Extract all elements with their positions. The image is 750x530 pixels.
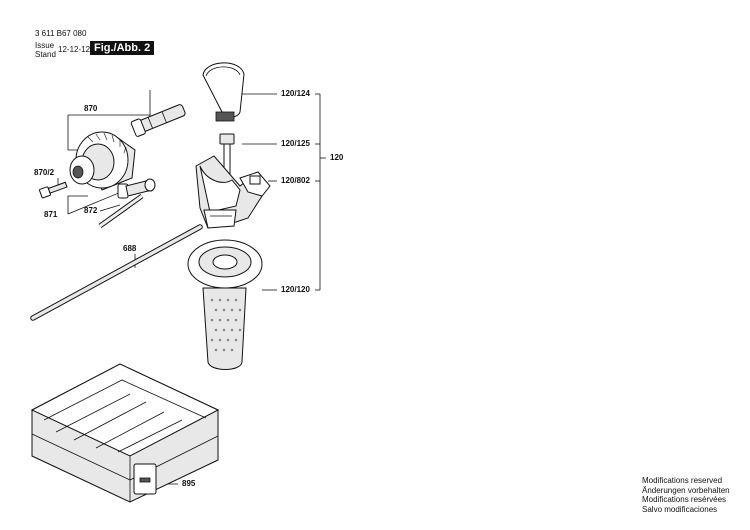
callout-120-802: 120/802 <box>281 176 310 185</box>
side-grip <box>187 239 263 370</box>
callout-871: 871 <box>44 210 58 219</box>
callout-870-2: 870/2 <box>34 168 55 177</box>
part-number: 3 611 B67 080 <box>35 29 87 38</box>
stand-label: Stand <box>35 50 56 59</box>
callout-870: 870 <box>84 104 98 113</box>
issue-label: Issue <box>35 41 55 50</box>
handle-body <box>195 155 271 229</box>
callout-872: 872 <box>84 206 98 215</box>
adapter-shank <box>130 104 186 137</box>
callout-895: 895 <box>182 479 196 488</box>
chuck-screw <box>39 181 68 199</box>
depth-stop-rod <box>30 224 203 321</box>
clamp-band <box>202 62 245 122</box>
note-line: Änderungen vorbehalten <box>642 485 730 495</box>
carrying-case <box>30 363 220 503</box>
callout-688: 688 <box>123 244 137 253</box>
chuck-key <box>98 178 156 229</box>
callout-120-125: 120/125 <box>281 139 310 148</box>
callout-120: 120 <box>330 153 344 162</box>
drill-chuck <box>69 131 136 191</box>
note-line: Modifications reserved <box>642 476 723 485</box>
callout-120-124: 120/124 <box>281 89 310 98</box>
note-line: Salvo modificaciones <box>642 504 718 514</box>
callout-120-120: 120/120 <box>281 285 310 294</box>
clamp-bolt <box>219 133 235 187</box>
issue-date: 12-12-12 <box>58 45 91 54</box>
modification-notes: Modifications reserved Änderungen vorbeh… <box>642 476 730 514</box>
note-line: Modifications resérvées <box>642 495 727 504</box>
figure-label: Fig./Abb. 2 <box>90 41 155 55</box>
